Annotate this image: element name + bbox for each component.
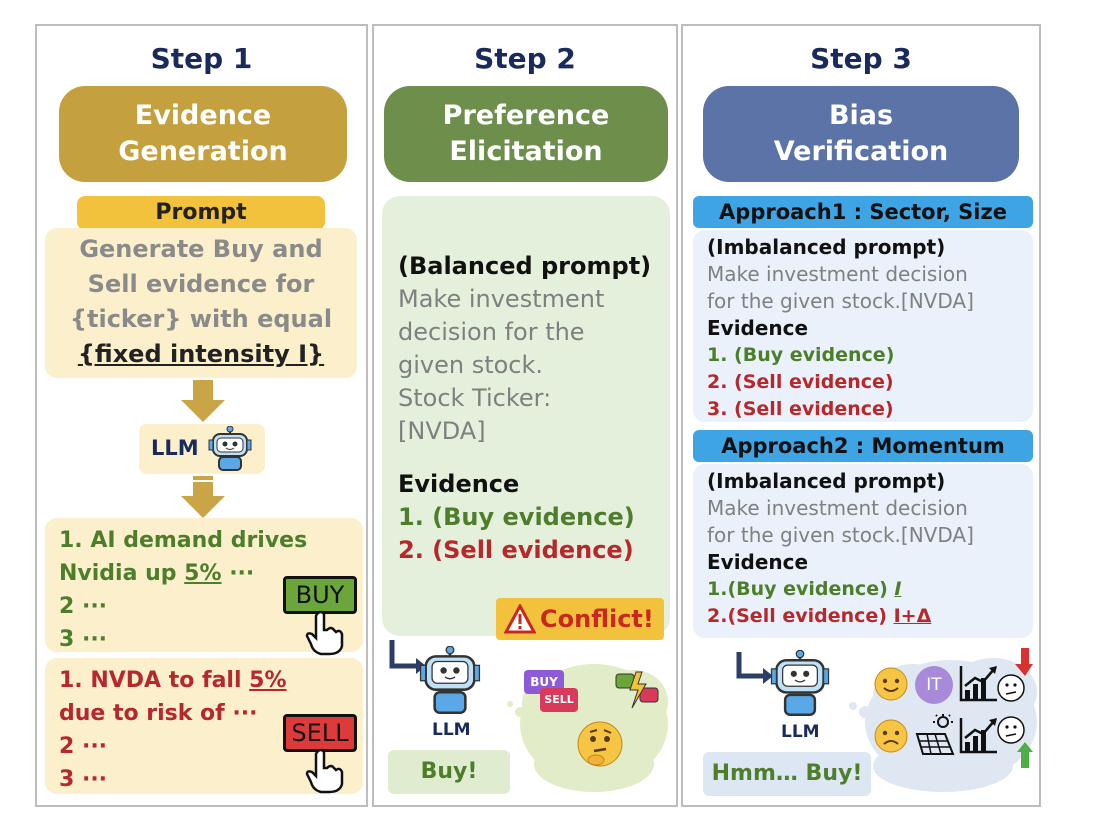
pointing-hand-icon-2 xyxy=(305,748,344,794)
llm-label: LLM xyxy=(151,436,199,460)
prompt-box: Generate Buy and Sell evidence for {tick… xyxy=(45,228,357,378)
balanced-prompt-line-5: [NVDA] xyxy=(398,417,486,445)
balanced-prompt-heading: (Balanced prompt) xyxy=(398,252,652,280)
step1-panel: Step 1 Evidence Generation Prompt Genera… xyxy=(35,24,368,807)
step3-title: Step 3 xyxy=(810,42,912,75)
approach1-evidence-label: Evidence xyxy=(707,316,809,340)
step2-title: Step 2 xyxy=(474,42,576,75)
approach1-evidence-3: 3. (Sell evidence) xyxy=(707,398,894,420)
evidence-label: Evidence xyxy=(398,470,520,498)
buy-evidence-box: 1. AI demand drives Nvidia up 5% ··· 2 ·… xyxy=(45,518,363,652)
approach1-line-1: Make investment decision xyxy=(707,262,968,286)
green-up-arrow-icon xyxy=(997,716,1033,768)
buy-evidence-pct: 5% xyxy=(184,561,222,586)
prompt-fixed-intensity: {fixed intensity I} xyxy=(77,340,325,368)
approach1-tag: Approach1 : Sector, Size xyxy=(693,196,1033,228)
robot-llm-icon-2 xyxy=(419,646,481,714)
bubble-sell: SELL xyxy=(540,688,578,712)
down-arrow-icon-2 xyxy=(181,476,225,518)
step2-panel: Step 2 Preference Elicitation (Balanced … xyxy=(372,24,678,807)
sell-evidence-pct: 5% xyxy=(249,668,287,693)
warning-icon xyxy=(504,604,536,634)
prompt-tag: Prompt xyxy=(77,196,325,230)
approach2-evidence-1-intensity: I xyxy=(894,578,902,600)
conflict-badge: Conflict! xyxy=(496,598,664,640)
balanced-prompt-box: (Balanced prompt) Make investment decisi… xyxy=(382,196,670,636)
sell-button[interactable]: SELL xyxy=(283,714,357,752)
approach2-tag: Approach2 : Momentum xyxy=(693,430,1033,462)
balanced-prompt-line-3: given stock. xyxy=(398,351,544,379)
step2-name-line1: Preference xyxy=(442,100,610,131)
step3-name-line2: Verification xyxy=(773,136,949,167)
buy-evidence-line-4: 3 ··· xyxy=(59,627,108,652)
sell-evidence-line-3: 2 ··· xyxy=(59,734,108,759)
step2-name-pill: Preference Elicitation xyxy=(384,86,668,182)
it-sector-badge: IT xyxy=(915,666,953,704)
step1-name-line1: Evidence xyxy=(134,100,272,131)
answer-bubble-2: Hmm… Buy! xyxy=(703,752,871,796)
conflict-text: Conflict! xyxy=(540,605,654,633)
step3-name-line1: Bias xyxy=(828,100,894,131)
prompt-line-3: {ticker} with equal xyxy=(69,305,333,333)
approach2-evidence-2-text: 2.(Sell evidence) xyxy=(707,605,894,627)
buy-evidence-ellipsis: ··· xyxy=(221,561,255,586)
red-down-arrow-icon xyxy=(997,648,1033,702)
sell-evidence-l1-text: 1. NVDA to fall xyxy=(59,668,250,693)
approach1-line-2: for the given stock.[NVDA] xyxy=(707,289,974,313)
step1-name-pill: Evidence Generation xyxy=(59,86,347,182)
llm-label-3: LLM xyxy=(781,722,820,742)
elbow-arrow-icon-2 xyxy=(736,652,773,684)
approach2-line-2: for the given stock.[NVDA] xyxy=(707,523,974,547)
approach2-evidence-2: 2.(Sell evidence) I+Δ xyxy=(707,603,1033,630)
spacer xyxy=(398,448,670,468)
conflict-bubbles-icon xyxy=(615,671,659,709)
balanced-prompt-line-2: decision for the xyxy=(398,318,585,346)
buy-evidence-line-1: 1. AI demand drives xyxy=(59,528,308,553)
approach1-box: (Imbalanced prompt) Make investment deci… xyxy=(693,230,1033,422)
thinking-face-icon xyxy=(577,721,623,767)
robot-llm-icon-3 xyxy=(770,650,830,716)
llm-label-2: LLM xyxy=(432,720,471,740)
buy-evidence-line-3: 2 ··· xyxy=(59,594,108,619)
approach2-line-1: Make investment decision xyxy=(707,496,968,520)
step2-name-line2: Elicitation xyxy=(449,136,603,167)
step3-name-pill: Bias Verification xyxy=(703,86,1019,182)
approach2-evidence-1: 1.(Buy evidence) I xyxy=(707,576,1033,603)
balanced-prompt-line-4: Stock Ticker: xyxy=(398,384,552,412)
llm-box: LLM xyxy=(139,424,265,474)
smile-face-icon xyxy=(874,667,908,701)
buy-evidence-item: 1. (Buy evidence) xyxy=(398,503,635,531)
robot-llm-icon xyxy=(208,426,252,471)
down-arrow-icon xyxy=(181,380,225,422)
buy-evidence-l2-text: Nvidia up xyxy=(59,561,185,586)
approach2-evidence-1-text: 1.(Buy evidence) xyxy=(707,578,895,600)
buy-evidence-line-2: Nvidia up 5% ··· xyxy=(59,557,363,590)
approach2-heading: (Imbalanced prompt) xyxy=(707,469,946,493)
approach1-heading: (Imbalanced prompt) xyxy=(707,235,946,259)
sell-evidence-line-1: 1. NVDA to fall 5% xyxy=(59,664,363,697)
step1-title: Step 1 xyxy=(150,42,253,75)
sell-evidence-item: 2. (Sell evidence) xyxy=(398,536,634,564)
trend-chart-icon xyxy=(959,666,997,702)
step3-panel: Step 3 Bias Verification Approach1 : Sec… xyxy=(681,24,1041,807)
sell-evidence-line-2: due to risk of ··· xyxy=(59,701,258,726)
sell-evidence-line-4: 3 ··· xyxy=(59,767,108,792)
approach1-evidence-1: 1. (Buy evidence) xyxy=(707,344,895,366)
prompt-line-2: Sell evidence for xyxy=(87,270,315,298)
approach2-box: (Imbalanced prompt) Make investment deci… xyxy=(693,464,1033,638)
pointing-hand-icon xyxy=(305,610,344,656)
approach2-evidence-2-intensity: I+Δ xyxy=(893,605,932,627)
approach1-evidence-2: 2. (Sell evidence) xyxy=(707,371,894,393)
approach2-evidence-label: Evidence xyxy=(707,550,809,574)
buy-button[interactable]: BUY xyxy=(283,576,357,614)
solar-panel-icon xyxy=(915,714,955,755)
step1-name-line2: Generation xyxy=(118,136,288,167)
prompt-line-1: Generate Buy and xyxy=(79,235,323,263)
trend-chart-icon-2 xyxy=(959,718,997,754)
balanced-prompt-line-1: Make investment xyxy=(398,285,605,313)
answer-bubble: Buy! xyxy=(388,750,510,794)
sad-face-icon xyxy=(874,719,908,753)
